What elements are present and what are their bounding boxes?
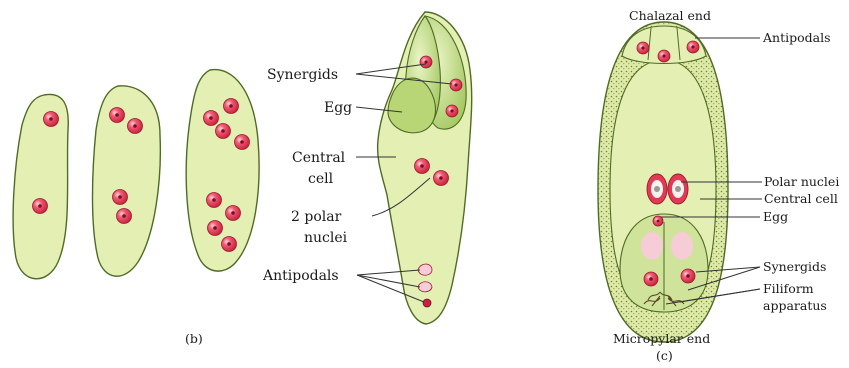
label-antipodals-c: Antipodals	[762, 30, 831, 45]
cell-body	[93, 86, 161, 276]
synergid-nucleus-c	[644, 272, 658, 286]
panel-c: Chalazal end Antipodals Polar nuclei Cen…	[598, 8, 839, 363]
label-polar-nuclei-line2: nuclei	[304, 230, 348, 246]
synergid-vacuole	[671, 232, 693, 260]
label-egg-c: Egg	[763, 209, 788, 224]
antipodal-cell	[418, 282, 432, 292]
label-filiform-line2: apparatus	[763, 298, 827, 313]
label-filiform-line1: Filiform	[763, 281, 814, 296]
nucleus	[235, 135, 250, 150]
cell-body	[13, 94, 68, 278]
nucleus	[128, 119, 143, 134]
label-antipodals-b: Antipodals	[262, 268, 339, 284]
nucleus	[226, 206, 241, 221]
label-polar-nuclei-line1: 2 polar	[291, 209, 342, 225]
embryo-sac-4-nucleate	[93, 86, 161, 276]
nucleus	[207, 193, 222, 208]
synergid-vacuole	[641, 232, 663, 260]
label-central-cell-line1: Central	[292, 150, 346, 166]
nucleus	[44, 112, 59, 127]
nucleus	[216, 124, 231, 139]
nucleus	[110, 108, 125, 123]
nucleus	[204, 111, 219, 126]
nucleus	[224, 99, 239, 114]
label-chalazal-end: Chalazal end	[629, 8, 711, 23]
label-egg-b: Egg	[324, 100, 352, 116]
synergid-nucleus-c	[681, 269, 695, 283]
antipodal-nucleus	[658, 50, 670, 62]
caption-b: (b)	[185, 331, 203, 346]
label-central-cell-line2: cell	[308, 171, 334, 187]
nucleus	[33, 199, 48, 214]
egg-nucleus	[446, 105, 458, 117]
embryo-sac-8-nucleate	[186, 70, 259, 272]
label-micropylar-end: Micropylar end	[613, 331, 710, 346]
antipodal-cell	[418, 264, 432, 275]
label-central-cell-c: Central cell	[764, 191, 838, 206]
nucleus	[208, 221, 223, 236]
caption-c: (c)	[656, 348, 673, 363]
nucleus	[117, 209, 132, 224]
panel-b: Synergids Egg Central cell 2 polar nucle…	[13, 12, 472, 346]
antipodal-cell	[423, 299, 431, 307]
nucleus	[222, 237, 237, 252]
label-synergids-b: Synergids	[267, 67, 338, 83]
nucleus	[113, 190, 128, 205]
synergid-nucleus	[450, 79, 462, 91]
antipodal-nucleus	[687, 41, 699, 53]
embryo-sac-2-nucleate	[13, 94, 68, 278]
synergid-nucleus	[420, 56, 432, 68]
label-synergids-c: Synergids	[763, 259, 826, 274]
antipodal-nucleus	[637, 42, 649, 54]
embryo-sac-mature	[378, 12, 472, 324]
polar-nucleus	[415, 159, 430, 174]
polar-nucleus	[434, 171, 449, 186]
label-polar-nuclei-c: Polar nuclei	[764, 174, 839, 189]
